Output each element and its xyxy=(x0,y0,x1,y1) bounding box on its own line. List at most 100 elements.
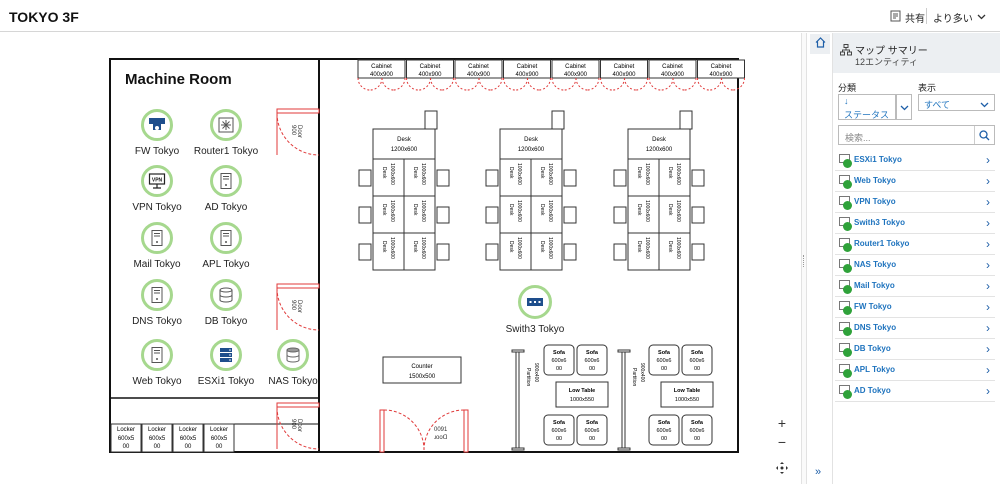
entity-name: APL Tokyo xyxy=(854,365,896,374)
partition-cap xyxy=(617,447,631,451)
entity-list-item[interactable]: APL Tokyo› xyxy=(835,360,995,381)
cabinet-size: 400x900 xyxy=(515,72,539,78)
desk-size: 1200x600 xyxy=(646,147,673,153)
sofa-size-2: 00 xyxy=(661,436,667,442)
zoom-out-button[interactable]: − xyxy=(777,434,787,450)
device-db-tokyo[interactable]: DB Tokyo xyxy=(186,279,266,327)
entity-list-item[interactable]: VPN Tokyo› xyxy=(835,192,995,213)
share-icon xyxy=(890,10,901,25)
device-label: DB Tokyo xyxy=(204,316,248,327)
share-button[interactable]: 共有 xyxy=(890,10,925,25)
entity-list-item[interactable]: Router1 Tokyo› xyxy=(835,234,995,255)
server-icon xyxy=(210,222,242,254)
map-canvas[interactable]: Cabinet 400x900 Cabinet 400x900 Cabinet 400x9… xyxy=(0,33,800,484)
desk-label: Desk xyxy=(397,137,412,143)
sofa-size: 600x6 xyxy=(657,428,672,434)
chair xyxy=(436,169,450,187)
desk-label: Desk xyxy=(539,167,545,179)
fit-to-screen-button[interactable] xyxy=(773,460,791,478)
desk-size: 1200x600 xyxy=(391,147,418,153)
cabinet-label: Cabinet xyxy=(517,64,538,70)
device-apl-tokyo[interactable]: APL Tokyo xyxy=(186,222,266,270)
entity-list-item[interactable]: DNS Tokyo› xyxy=(835,318,995,339)
desk-size: 1200x600 xyxy=(518,147,545,153)
sofa xyxy=(681,344,713,376)
desk-size: 1000x600 xyxy=(420,237,426,259)
desk-label: Desk xyxy=(667,167,673,179)
device-fw-tokyo[interactable]: FW Tokyo xyxy=(117,109,197,157)
entity-list-item[interactable]: ESXi1 Tokyo› xyxy=(835,150,995,171)
desk xyxy=(530,195,563,234)
sofa-size-2: 00 xyxy=(661,366,667,372)
device-router1-tokyo[interactable]: Router1 Tokyo xyxy=(186,109,266,157)
display-select[interactable]: すべて xyxy=(918,94,995,111)
sofa-size: 600x6 xyxy=(552,428,567,434)
cabinet-size: 400x900 xyxy=(467,72,491,78)
home-button[interactable] xyxy=(810,34,830,54)
locker-size: 600x5 xyxy=(149,436,166,442)
device-nas-tokyo[interactable]: NAS Tokyo xyxy=(253,339,333,387)
low-table-label: Low Table xyxy=(674,388,700,394)
sofa-label: Sofa xyxy=(553,350,566,356)
category-select[interactable]: ↓ ステータス xyxy=(838,94,896,120)
desk xyxy=(499,195,532,234)
device-label: DNS Tokyo xyxy=(132,316,182,327)
device-esxi1-tokyo[interactable]: ESXi1 Tokyo xyxy=(186,339,266,387)
device-dns-tokyo[interactable]: DNS Tokyo xyxy=(117,279,197,327)
desk xyxy=(372,232,405,271)
device-label: NAS Tokyo xyxy=(268,376,318,387)
desk-label: Desk xyxy=(667,204,673,216)
search-input[interactable]: 検索... xyxy=(838,125,995,145)
chevron-down-icon xyxy=(900,103,909,113)
device-web-tokyo[interactable]: Web Tokyo xyxy=(117,339,197,387)
entity-list-item[interactable]: NAS Tokyo› xyxy=(835,255,995,276)
outer-wall xyxy=(109,58,739,453)
cabinet-door-swing xyxy=(600,77,648,91)
chevron-right-icon: › xyxy=(986,300,990,314)
cabinet-door-swing xyxy=(454,77,503,91)
database-icon xyxy=(210,279,242,311)
cabinet-label: Cabinet xyxy=(662,64,683,70)
search-icon[interactable] xyxy=(974,126,994,144)
zoom-in-button[interactable]: + xyxy=(777,415,787,431)
entity-list-item[interactable]: Swith3 Tokyo› xyxy=(835,213,995,234)
category-dropdown-button[interactable] xyxy=(896,94,912,120)
device-ad-tokyo[interactable]: AD Tokyo xyxy=(186,165,266,213)
device-mail-tokyo[interactable]: Mail Tokyo xyxy=(117,222,197,270)
desk xyxy=(372,195,405,234)
desk xyxy=(530,158,563,197)
desk-size: 1000x600 xyxy=(516,237,522,259)
sofa-size: 600x6 xyxy=(690,358,705,364)
entity-name: Router1 Tokyo xyxy=(854,239,910,248)
device-swith3-tokyo[interactable]: Swith3 Tokyo xyxy=(495,285,575,335)
cabinet-label: Cabinet xyxy=(371,64,392,70)
collapse-panel-button[interactable]: » xyxy=(815,466,822,478)
svg-text:Counter: Counter xyxy=(411,364,432,370)
entity-list-item[interactable]: Mail Tokyo› xyxy=(835,276,995,297)
share-label: 共有 xyxy=(905,14,925,25)
device-status-icon xyxy=(839,364,852,378)
locker xyxy=(110,423,142,453)
chair xyxy=(551,110,565,130)
entity-name: VPN Tokyo xyxy=(854,197,896,206)
cabinet-label: Cabinet xyxy=(565,64,586,70)
entity-list-item[interactable]: Web Tokyo› xyxy=(835,171,995,192)
low-table xyxy=(660,381,714,408)
cabinet-size: 400x900 xyxy=(370,72,394,78)
entity-list-item[interactable]: FW Tokyo› xyxy=(835,297,995,318)
chair xyxy=(436,243,450,261)
sofa-size: 600x6 xyxy=(657,358,672,364)
locker-size-2: 00 xyxy=(185,444,192,450)
device-status-icon xyxy=(839,259,852,273)
desk xyxy=(403,195,436,234)
more-menu-button[interactable]: より多い xyxy=(933,10,986,25)
chevron-right-icon: › xyxy=(986,279,990,293)
desk-label: Desk xyxy=(381,167,387,179)
panel-resize-handle[interactable] xyxy=(801,33,807,484)
entity-list-item[interactable]: DB Tokyo› xyxy=(835,339,995,360)
desk-size: 1000x600 xyxy=(547,237,553,259)
arrow-down-icon: ↓ xyxy=(844,96,849,106)
entity-list-item[interactable]: AD Tokyo› xyxy=(835,381,995,402)
sofa-label: Sofa xyxy=(658,350,671,356)
